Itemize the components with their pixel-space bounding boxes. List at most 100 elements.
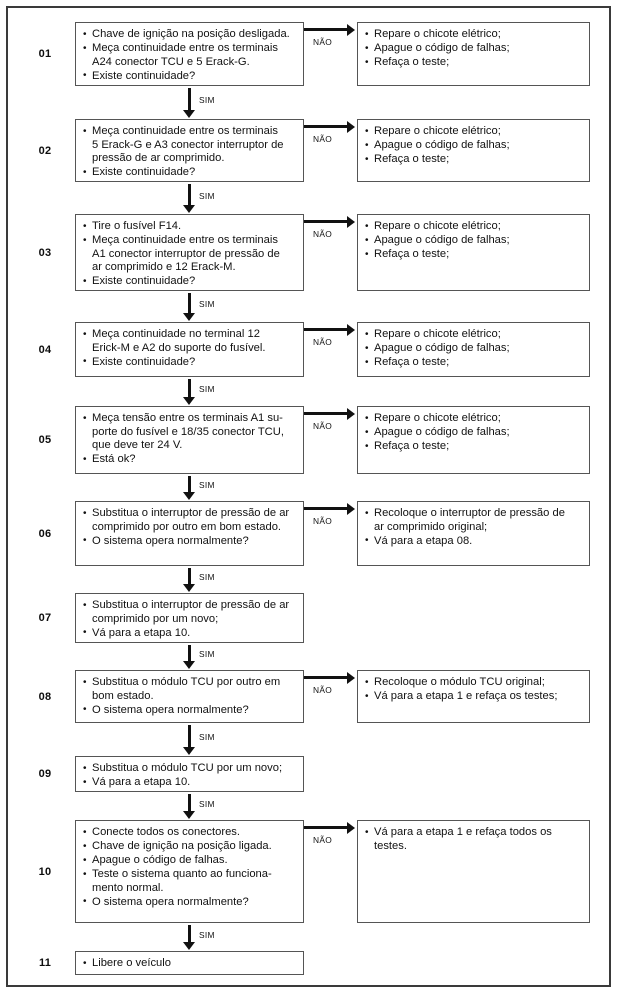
arrow-shaft — [188, 379, 191, 397]
arrow-head-right-icon — [347, 215, 355, 228]
step-action-list: Meça continuidade entre os terminais 5 E… — [83, 125, 296, 180]
yes-label: SIM — [199, 929, 215, 940]
yes-label: SIM — [199, 798, 215, 809]
yes-label: SIM — [199, 572, 215, 582]
step-action-box: Meça tensão entre os terminais A1 su- po… — [75, 406, 304, 474]
bullet-item: Substitua o módulo TCU por um novo; — [83, 762, 296, 776]
step-action-list: Conecte todos os conectores.Chave de ign… — [83, 826, 296, 910]
yes-label: SIM — [199, 480, 215, 490]
bullet-item: Meça continuidade entre os terminais 5 E… — [83, 125, 296, 166]
bullet-item: Apague o código de falhas; — [365, 426, 582, 440]
bullet-item: Repare o chicote elétrico; — [365, 28, 582, 42]
arrow-head-down-icon — [183, 747, 195, 755]
bullet-item: Apague o código de falhas. — [83, 854, 296, 868]
step-number: 10 — [38, 865, 52, 878]
step-action-list: Libere o veículo — [83, 957, 296, 971]
arrow-shaft — [188, 476, 191, 492]
bullet-item: Substitua o interruptor de pressão de ar… — [83, 598, 296, 626]
step-no-branch-list: Repare o chicote elétrico;Apague o códig… — [365, 328, 582, 370]
bullet-item: Repare o chicote elétrico; — [365, 125, 582, 139]
bullet-item: Apague o código de falhas; — [365, 42, 582, 56]
bullet-item: Teste o sistema quanto ao funciona- ment… — [83, 868, 296, 895]
step-number: 06 — [38, 527, 52, 540]
no-label: NÃO — [313, 685, 333, 695]
step-number: 11 — [38, 957, 52, 969]
arrow-shaft — [188, 925, 191, 942]
arrow-shaft — [304, 507, 348, 510]
step-action-box: Libere o veículo — [75, 951, 304, 975]
arrow-head-down-icon — [183, 313, 195, 321]
bullet-item: Apague o código de falhas; — [365, 139, 582, 153]
step-no-branch-box: Recoloque o interruptor de pressão de ar… — [357, 501, 590, 566]
bullet-item: Refaça o teste; — [365, 356, 582, 370]
step-no-branch-list: Repare o chicote elétrico;Apague o códig… — [365, 125, 582, 167]
bullet-item: Meça continuidade no terminal 12 Erick-M… — [83, 327, 296, 355]
arrow-shaft — [188, 88, 191, 110]
step-action-box: Conecte todos os conectores.Chave de ign… — [75, 820, 304, 923]
bullet-item: Apague o código de falhas; — [365, 342, 582, 356]
bullet-item: Refaça o teste; — [365, 440, 582, 454]
no-label: NÃO — [313, 516, 333, 526]
bullet-item: Apague o código de falhas; — [365, 234, 582, 248]
bullet-item: Substitua o módulo TCU por outro em bom … — [83, 675, 296, 703]
no-label: NÃO — [313, 337, 333, 347]
arrow-shaft — [304, 328, 348, 331]
step-number: 08 — [38, 690, 52, 703]
no-label: NÃO — [313, 421, 333, 431]
arrow-head-right-icon — [347, 502, 355, 515]
step-action-list: Meça continuidade no terminal 12 Erick-M… — [83, 327, 296, 370]
bullet-item: Recoloque o módulo TCU original; — [365, 676, 582, 690]
step-action-box: Substitua o interruptor de pressão de ar… — [75, 593, 304, 643]
arrow-head-down-icon — [183, 584, 195, 592]
step-action-box: Meça continuidade entre os terminais 5 E… — [75, 119, 304, 182]
bullet-item: Refaça o teste; — [365, 56, 582, 70]
step-no-branch-list: Recoloque o módulo TCU original;Vá para … — [365, 676, 582, 704]
arrow-head-down-icon — [183, 205, 195, 213]
bullet-item: Vá para a etapa 10. — [83, 626, 296, 641]
arrow-head-right-icon — [347, 407, 355, 420]
step-action-list: Tire o fusível F14.Meça continuidade ent… — [83, 220, 296, 289]
arrow-head-down-icon — [183, 811, 195, 819]
step-number: 05 — [38, 434, 52, 446]
bullet-item: Vá para a etapa 08. — [365, 534, 582, 549]
no-label: NÃO — [313, 229, 333, 239]
step-action-box: Substitua o módulo TCU por um novo;Vá pa… — [75, 756, 304, 792]
arrow-head-right-icon — [347, 671, 355, 684]
arrow-head-right-icon — [347, 120, 355, 133]
step-action-box: Tire o fusível F14.Meça continuidade ent… — [75, 214, 304, 291]
no-label: NÃO — [313, 835, 333, 845]
arrow-shaft — [188, 794, 191, 811]
bullet-item: Refaça o teste; — [365, 153, 582, 167]
no-label: NÃO — [313, 37, 333, 47]
arrow-shaft — [188, 293, 191, 313]
arrow-shaft — [304, 412, 348, 415]
bullet-item: Repare o chicote elétrico; — [365, 412, 582, 426]
bullet-item: Repare o chicote elétrico; — [365, 328, 582, 342]
bullet-item: Chave de ignição na posição desligada. — [83, 28, 296, 42]
step-number: 01 — [38, 48, 52, 60]
bullet-item: Existe continuidade? — [83, 355, 296, 370]
arrow-shaft — [304, 220, 348, 223]
step-no-branch-list: Repare o chicote elétrico;Apague o códig… — [365, 412, 582, 454]
step-no-branch-list: Vá para a etapa 1 e refaça todos os test… — [365, 825, 582, 853]
step-action-list: Substitua o módulo TCU por um novo;Vá pa… — [83, 762, 296, 790]
bullet-item: Chave de ignição na posição ligada. — [83, 840, 296, 854]
bullet-item: Conecte todos os conectores. — [83, 826, 296, 840]
bullet-item: O sistema opera normalmente? — [83, 895, 296, 910]
arrow-head-right-icon — [347, 821, 355, 834]
yes-label: SIM — [199, 384, 215, 394]
step-no-branch-list: Repare o chicote elétrico;Apague o códig… — [365, 220, 582, 262]
bullet-item: Existe continuidade? — [83, 166, 296, 180]
step-action-box: Chave de ignição na posição desligada.Me… — [75, 22, 304, 86]
arrow-shaft — [304, 125, 348, 128]
arrow-head-down-icon — [183, 397, 195, 405]
bullet-item: Tire o fusível F14. — [83, 220, 296, 234]
step-no-branch-box: Recoloque o módulo TCU original;Vá para … — [357, 670, 590, 723]
step-action-box: Meça continuidade no terminal 12 Erick-M… — [75, 322, 304, 377]
bullet-item: Recoloque o interruptor de pressão de ar… — [365, 506, 582, 534]
arrow-shaft — [188, 725, 191, 747]
bullet-item: Vá para a etapa 10. — [83, 776, 296, 790]
step-no-branch-box: Repare o chicote elétrico;Apague o códig… — [357, 119, 590, 182]
arrow-shaft — [304, 826, 348, 829]
